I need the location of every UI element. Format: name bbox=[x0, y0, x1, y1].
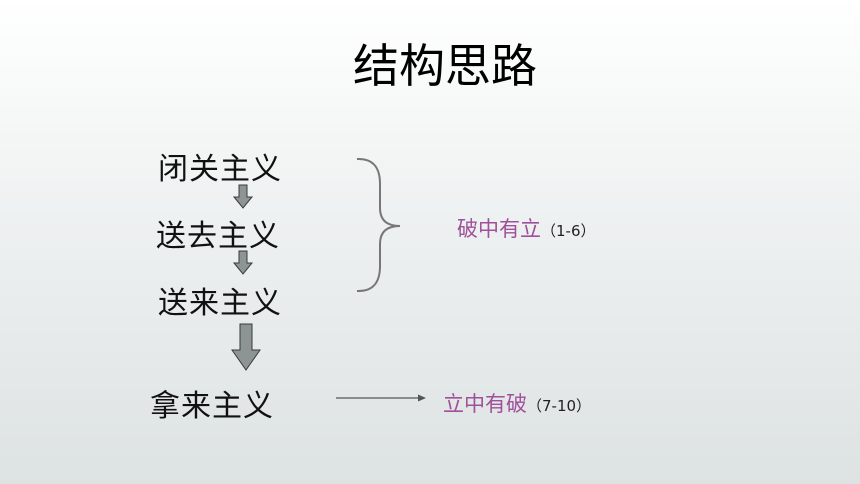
final-label-text: 立中有破 bbox=[443, 392, 527, 416]
small-down-arrow-icon bbox=[232, 184, 254, 209]
group-label-text: 破中有立 bbox=[457, 217, 541, 241]
term-sending-in: 送来主义 bbox=[158, 286, 282, 321]
slide-title: 结构思路 bbox=[353, 39, 537, 93]
small-down-arrow-icon bbox=[232, 250, 254, 275]
term-closed-door: 闭关主义 bbox=[158, 152, 282, 187]
group-label: 破中有立（1-6） bbox=[457, 213, 596, 243]
final-label-range: （7-10） bbox=[527, 397, 592, 415]
term-taking: 拿来主义 bbox=[150, 389, 274, 424]
right-arrow-icon bbox=[336, 394, 426, 402]
curly-brace-icon bbox=[356, 157, 401, 293]
large-down-arrow-icon bbox=[231, 323, 261, 371]
term-sending-out: 送去主义 bbox=[156, 219, 280, 254]
group-label-range: （1-6） bbox=[541, 222, 596, 240]
final-label: 立中有破（7-10） bbox=[443, 388, 591, 418]
